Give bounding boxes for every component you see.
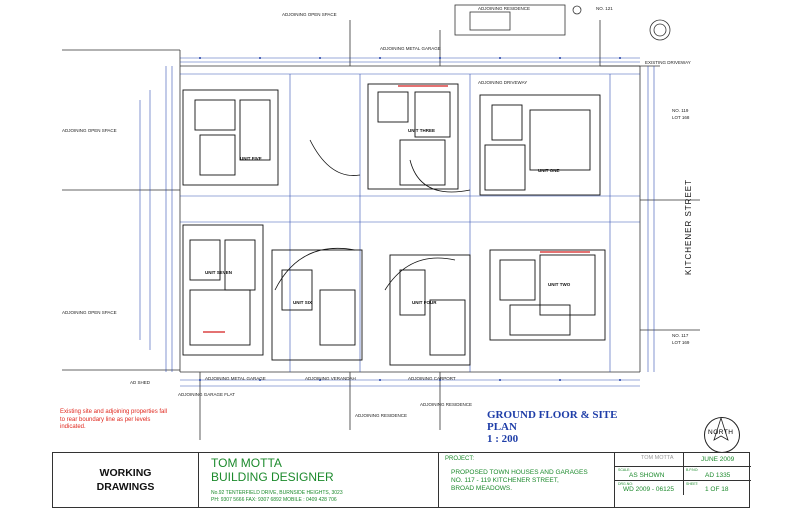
unit-two-label: UNIT TWO bbox=[548, 282, 571, 287]
label-adjoining-metal-garage-top: ADJOINING METAL GARAGE bbox=[380, 46, 441, 51]
scale-value: AS SHOWN bbox=[629, 472, 665, 479]
designer-name: TOM MOTTA bbox=[211, 456, 282, 470]
label-lot-168: LOT 168 bbox=[672, 115, 690, 120]
designer-title: BUILDING DESIGNER bbox=[211, 470, 334, 484]
label-adjoining-metal-garage-bottom: ADJOINING METAL GARAGE bbox=[205, 376, 266, 381]
unit-four-label: UNIT FOUR bbox=[412, 300, 437, 305]
label-adjoining-open-space-left-2: ADJOINING OPEN SPACE bbox=[62, 310, 117, 315]
unit-six-label: UNIT SIX bbox=[293, 300, 313, 305]
plan-scale: 1 : 200 bbox=[487, 433, 519, 445]
label-no-119: NO. 119 bbox=[672, 108, 689, 113]
label-adjoining-verandah: ADJOINING VERANDAH bbox=[305, 376, 356, 381]
plan-title-line2: PLAN bbox=[487, 421, 517, 433]
plan-title: GROUND FLOOR & SITE PLAN 1 : 200 bbox=[487, 409, 618, 445]
scale-label: SCALE: bbox=[618, 468, 631, 472]
unit-three-label: UNIT THREE bbox=[408, 128, 435, 133]
drg-value: WD 2009 - 06125 bbox=[623, 486, 674, 493]
project-description: PROPOSED TOWN HOUSES AND GARAGES NO. 117… bbox=[451, 469, 588, 493]
label-existing-driveway: EXISTING DRIVEWAY bbox=[645, 60, 691, 65]
unit-one-label: UNIT ONE bbox=[538, 168, 560, 173]
project-cell: PROJECT: PROPOSED TOWN HOUSES AND GARAGE… bbox=[439, 453, 615, 507]
label-adjoining-driveway: ADJOINING DRIVEWAY bbox=[478, 80, 528, 85]
plan-title-line1: GROUND FLOOR & SITE bbox=[487, 409, 618, 421]
label-adjoining-open-space-left: ADJOINING OPEN SPACE bbox=[62, 128, 117, 133]
working-drawings-cell: WORKING DRAWINGS bbox=[53, 453, 199, 507]
label-ad-shed: AD SHED bbox=[130, 380, 151, 385]
label-adjoining-carport: ADJOINING CARPORT bbox=[408, 376, 456, 381]
unit-seven-label: UNIT SEVEN bbox=[205, 270, 233, 275]
label-no-121: NO. 121 bbox=[596, 6, 613, 11]
project-line3: BROAD MEADOWS. bbox=[451, 485, 513, 492]
label-adjoining-residence-bottom-2: ADJOINING RESIDENCE bbox=[355, 413, 408, 418]
bp-value: AD 1335 bbox=[705, 472, 731, 479]
label-lot-169: LOT 169 bbox=[672, 340, 690, 345]
sheet-value: 1 OF 18 bbox=[705, 486, 729, 493]
label-adjoining-residence-bottom: ADJOINING RESIDENCE bbox=[420, 402, 473, 407]
site-levels-note: Existing site and adjoining properties f… bbox=[60, 409, 168, 430]
label-adjoining-open-space-top: ADJOINING OPEN SPACE bbox=[282, 12, 337, 17]
north-label: NORTH bbox=[708, 429, 734, 436]
bp-label: B.P.NO: bbox=[686, 468, 699, 472]
designer-contact: No.92 TENTERFIELD DRIVE, BURNSIDE HEIGHT… bbox=[211, 490, 343, 503]
label-adjoining-residence-top: ADJOINING RESIDENCE bbox=[478, 6, 531, 11]
drg-label: DRG.NO: bbox=[618, 482, 633, 486]
street-name: KITCHENER STREET bbox=[684, 178, 693, 275]
project-line1: PROPOSED TOWN HOUSES AND GARAGES bbox=[451, 469, 588, 476]
title-block: WORKING DRAWINGS TOM MOTTA BUILDING DESI… bbox=[52, 452, 751, 508]
designer-address: No.92 TENTERFIELD DRIVE, BURNSIDE HEIGHT… bbox=[211, 490, 343, 496]
project-heading: PROJECT: bbox=[445, 456, 475, 462]
drawing-date: JUNE 2009 bbox=[701, 456, 735, 463]
label-adjoining-garage-flat: ADJOINING GARAGE FLAT bbox=[178, 392, 235, 397]
working-drawings-line1: WORKING bbox=[99, 467, 152, 479]
unit-five-label: UNIT FIVE bbox=[240, 156, 262, 161]
sheet-label: SHEET: bbox=[686, 482, 699, 486]
meta-cell: TOM MOTTA JUNE 2009 SCALE: AS SHOWN B.P.… bbox=[615, 453, 751, 507]
working-drawings-line2: DRAWINGS bbox=[96, 481, 155, 493]
project-line2: NO. 117 - 119 KITCHENER STREET, bbox=[451, 477, 559, 484]
north-arrow-icon: NORTH bbox=[704, 417, 740, 453]
designer-cell: TOM MOTTA BUILDING DESIGNER No.92 TENTER… bbox=[199, 453, 439, 507]
drawn-by: TOM MOTTA bbox=[641, 455, 674, 461]
label-no-117: NO. 117 bbox=[672, 333, 689, 338]
designer-phone: PH: 9307 5666 FAX: 9307 6892 MOBILE : 04… bbox=[211, 496, 337, 503]
